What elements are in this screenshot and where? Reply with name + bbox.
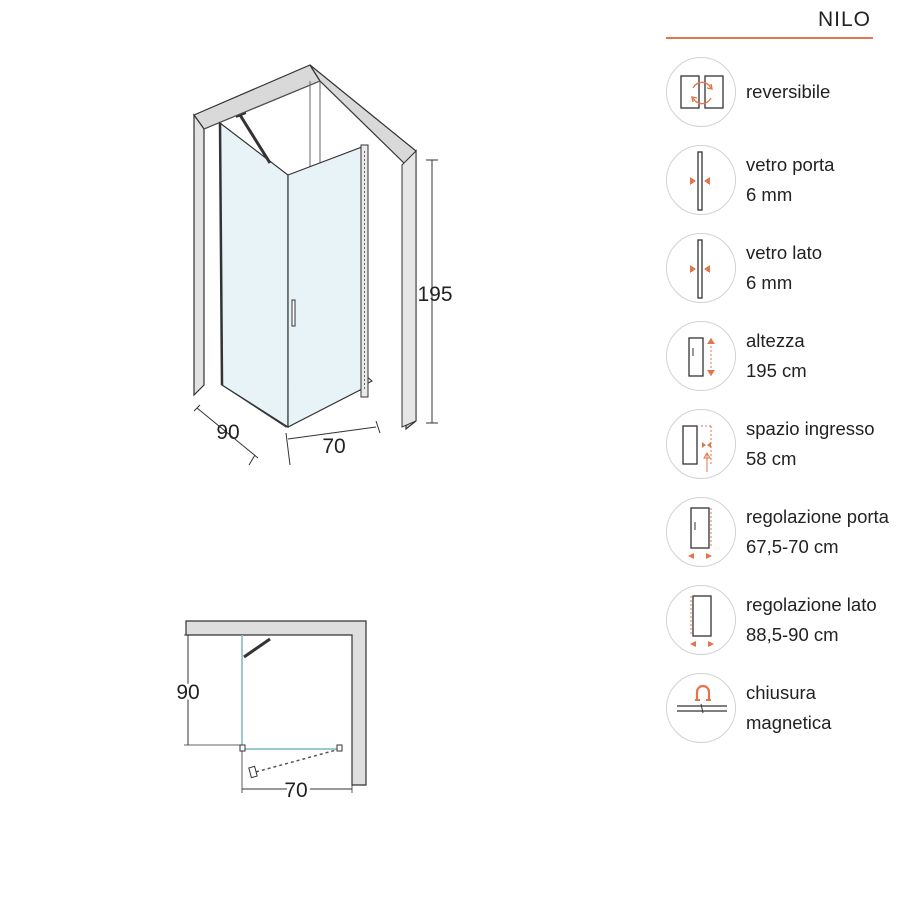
- feature-magnetic-closure-line2: magnetica: [746, 712, 832, 733]
- door-glass-panel: [287, 146, 363, 428]
- height-dimension-label: 195: [417, 283, 452, 306]
- feature-side-glass-line1: vetro lato: [746, 242, 823, 263]
- feature-reversible: reversibile: [666, 57, 896, 127]
- title-underline: [666, 37, 873, 39]
- feature-magnetic-closure-line1: chiusura: [746, 682, 816, 703]
- plan-door-swing: [251, 748, 341, 774]
- feature-entry-space-line2: 58 cm: [746, 448, 797, 469]
- feature-height-line1: altezza: [746, 330, 805, 351]
- feature-height: altezza 195 cm: [666, 321, 896, 391]
- isometric-view: 195 90 70: [193, 64, 453, 466]
- width-dimension-label: 70: [322, 435, 345, 458]
- feature-magnetic-closure: chiusura magnetica: [666, 673, 896, 743]
- feature-door-adjustment-line2: 67,5-70 cm: [746, 536, 839, 557]
- left-wall: [193, 113, 205, 397]
- feature-door-glass-line1: vetro porta: [746, 154, 835, 175]
- door-adjustment-icon: [666, 497, 736, 567]
- door-glass-thickness-icon: [666, 145, 736, 215]
- right-wall-face: [401, 149, 417, 428]
- magnetic-closure-icon: [666, 673, 736, 743]
- height-icon: [666, 321, 736, 391]
- plan-view: 90 70: [173, 620, 367, 805]
- door-handle: [291, 299, 296, 327]
- plan-width-label: 70: [284, 779, 307, 802]
- plan-depth-label: 90: [176, 681, 199, 704]
- side-glass-panel: [219, 121, 289, 429]
- feature-reversible-line1: reversibile: [746, 81, 831, 102]
- feature-side-adjustment-line2: 88,5-90 cm: [746, 624, 839, 645]
- feature-side-glass-line2: 6 mm: [746, 272, 793, 293]
- feature-door-glass: vetro porta 6 mm: [666, 145, 896, 215]
- feature-entry-space: spazio ingresso 58 cm: [666, 409, 896, 479]
- side-glass-thickness-icon: [666, 233, 736, 303]
- back-wall-top: [193, 64, 321, 130]
- feature-side-glass: vetro lato 6 mm: [666, 233, 896, 303]
- feature-door-glass-line2: 6 mm: [746, 184, 793, 205]
- feature-entry-space-line1: spazio ingresso: [746, 418, 875, 439]
- reversible-icon: [666, 57, 736, 127]
- entry-space-icon: [666, 409, 736, 479]
- feature-door-adjustment: regolazione porta 67,5-70 cm: [666, 497, 896, 567]
- stabilizer-bar: [238, 114, 272, 164]
- feature-side-adjustment: regolazione lato 88,5-90 cm: [666, 585, 896, 655]
- feature-door-adjustment-line1: regolazione porta: [746, 506, 889, 527]
- side-adjustment-icon: [666, 585, 736, 655]
- depth-dimension-label: 90: [216, 421, 239, 444]
- plan-top-wall: [185, 620, 367, 786]
- feature-height-line2: 195 cm: [746, 360, 807, 381]
- product-title: NILO: [817, 8, 871, 31]
- feature-side-adjustment-line1: regolazione lato: [746, 594, 877, 615]
